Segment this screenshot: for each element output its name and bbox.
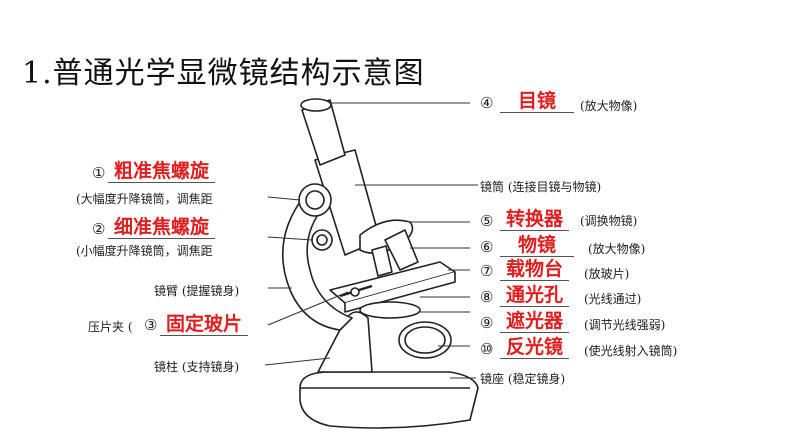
clip-answer: 固定玻片 (160, 313, 249, 336)
nosepiece-answer: 转换器 (500, 208, 570, 231)
nosepiece-number: ⑤ (480, 212, 494, 230)
coarse-answer: 粗准焦螺旋 (108, 160, 216, 183)
clip-prefix: 压片夹 ( (88, 320, 133, 334)
eyepiece-answer: 目镜 (500, 90, 575, 113)
diaphragm-note: (调节光线强弱) (584, 318, 666, 332)
objective-note: (放大物像) (588, 242, 646, 256)
hole-answer: 通光孔 (500, 284, 570, 307)
fine-answer: 细准焦螺旋 (108, 216, 216, 239)
eyepiece-number: ④ (480, 94, 494, 112)
arm-shape (281, 194, 353, 331)
fine-number: ② (92, 220, 106, 238)
mirror-note: (使光线射入镜筒) (584, 344, 678, 358)
hole-note: (光线通过) (584, 292, 642, 306)
mirror-number: ⑩ (480, 340, 494, 358)
objective-answer: 物镜 (500, 234, 575, 257)
objective-number: ⑥ (480, 238, 494, 256)
clip-number: ③ (144, 316, 158, 334)
arm-label: 镜臂 (提握镜身) (154, 284, 240, 298)
hole-number: ⑧ (480, 288, 494, 306)
diaphragm-answer: 遮光器 (500, 310, 570, 333)
diaphragm-number: ⑨ (480, 314, 494, 332)
stage-answer: 载物台 (500, 258, 570, 281)
stage-number: ⑦ (480, 262, 494, 280)
base-label: 镜座 (稳定镜身) (480, 372, 566, 386)
nosepiece-note: (调换物镜) (580, 214, 638, 228)
pillar-label: 镜柱 (支持镜身) (154, 360, 240, 374)
coarse-number: ① (92, 164, 106, 182)
base-shape (299, 371, 479, 429)
eyepiece-note: (放大物像) (580, 99, 638, 113)
fine-note: (小幅度升降镜筒，调焦距 (76, 244, 213, 258)
page-title: 1.普通光学显微镜结构示意图 (22, 56, 425, 91)
coarse-note: (大幅度升降镜筒，调焦距 (76, 192, 213, 206)
tube-label: 镜筒 (连接目镜与物镜) (480, 180, 602, 194)
mirror-answer: 反光镜 (500, 336, 570, 359)
stage-note: (放玻片) (584, 267, 630, 281)
objective-shape (384, 229, 419, 271)
